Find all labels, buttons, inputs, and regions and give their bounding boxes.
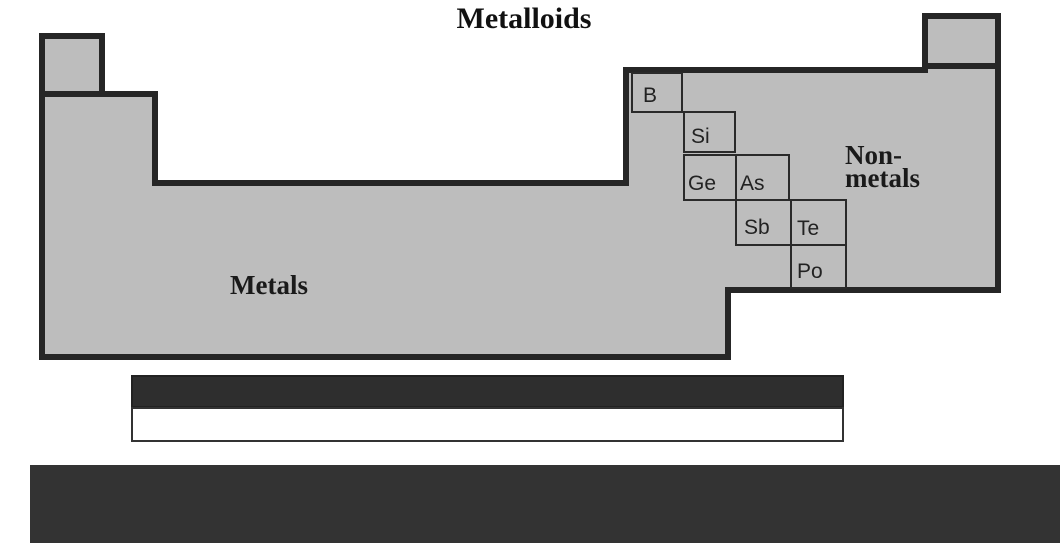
symbol-Ge: Ge (688, 172, 716, 195)
nonmetals-label-line2: metals (845, 163, 920, 193)
actinide-row (131, 407, 844, 442)
metalloid-staircase (631, 72, 847, 289)
cell-Po (790, 244, 847, 289)
diagram-title: Metalloids (0, 2, 1060, 36)
symbol-B: B (643, 84, 657, 107)
lanthanide-row (131, 375, 844, 408)
bottom-dark-band (30, 465, 1060, 543)
symbol-Te: Te (797, 217, 819, 240)
nonmetals-label-line1: Non- (845, 140, 902, 170)
metals-label: Metals (230, 270, 308, 300)
table-outline (39, 13, 1001, 360)
cell-Si (683, 111, 736, 153)
symbol-Po: Po (797, 260, 823, 283)
symbol-Si: Si (691, 125, 710, 148)
metalloid-symbols: B Si Ge As Sb Te Po (643, 84, 823, 283)
symbol-Sb: Sb (744, 216, 770, 239)
region-labels: Metals Non- metals (230, 140, 920, 300)
symbol-As: As (740, 172, 765, 195)
title-text: Metalloids (456, 2, 592, 35)
